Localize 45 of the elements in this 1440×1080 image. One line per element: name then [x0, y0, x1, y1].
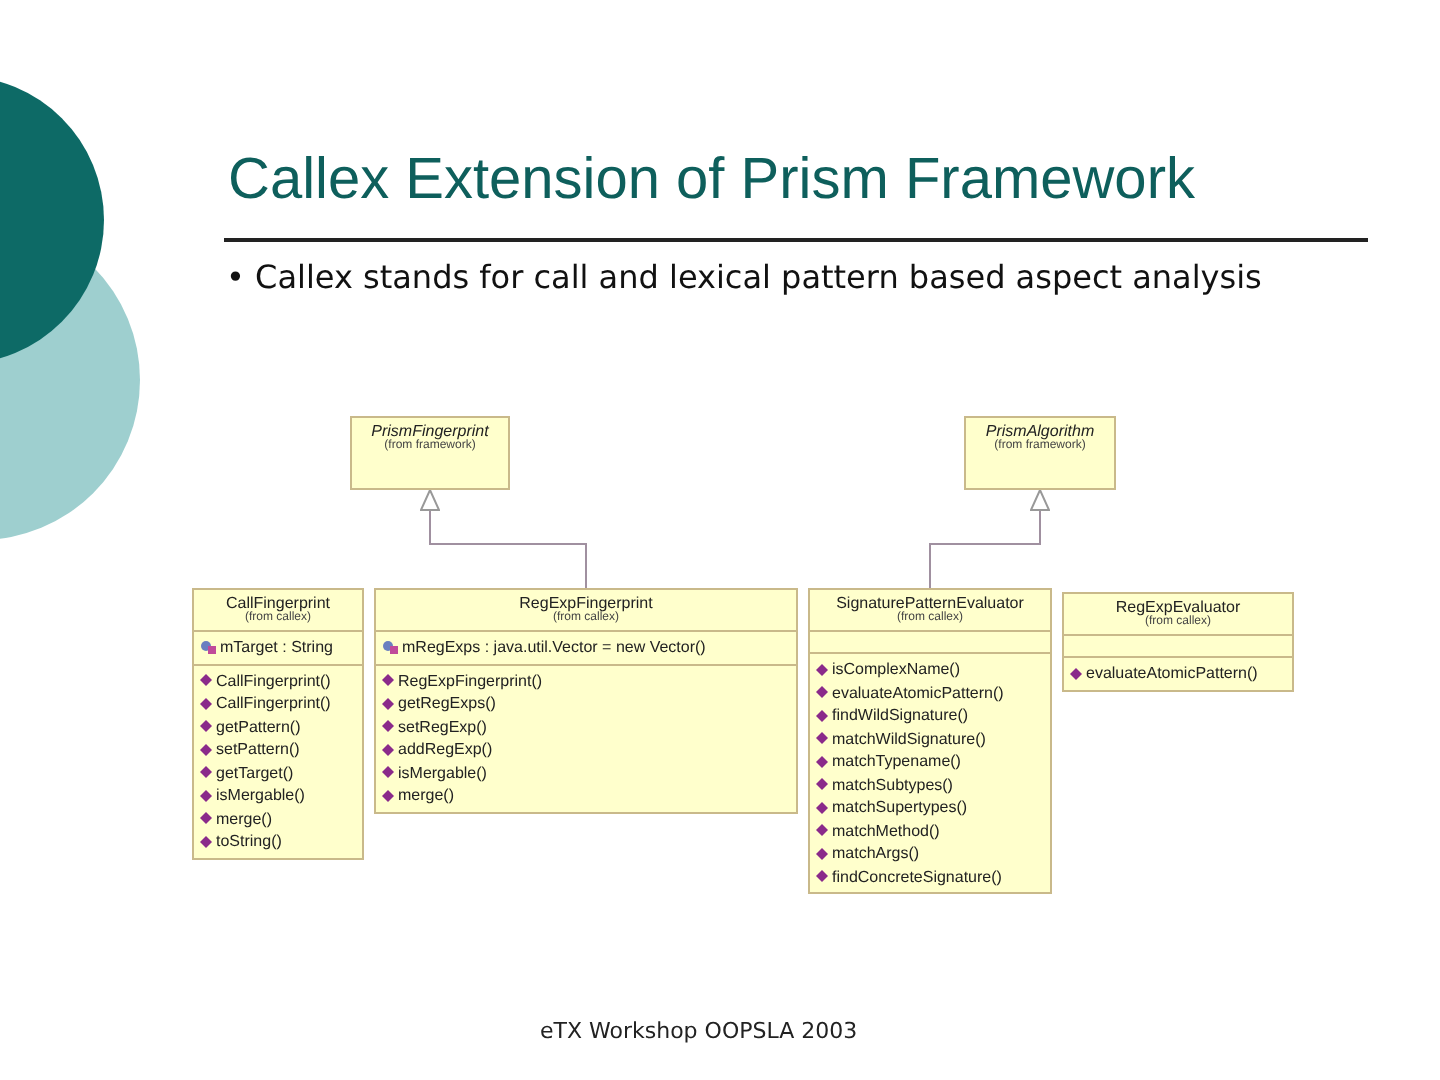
class-name: PrismFingerprint — [371, 422, 489, 440]
class-name: SignaturePatternEvaluator — [836, 594, 1024, 612]
method-name: setPattern() — [216, 740, 300, 759]
class-box — [374, 588, 798, 813]
class-name: RegExpEvaluator — [1115, 598, 1241, 616]
method-name: matchMethod() — [832, 821, 940, 840]
method-name: CallFingerprint() — [216, 694, 331, 713]
method-name: merge() — [216, 809, 273, 828]
method-name: merge() — [398, 786, 455, 805]
method-name: evaluateAtomicPattern() — [1086, 664, 1258, 683]
method-name: setRegExp() — [398, 717, 487, 736]
method-name: isMergable() — [398, 763, 487, 782]
footer-text: eTX Workshop OOPSLA 2003 — [540, 1018, 858, 1044]
class-name: PrismAlgorithm — [985, 422, 1095, 440]
class-box — [808, 588, 1052, 894]
class-name: CallFingerprint — [225, 594, 331, 612]
method-name: isComplexName() — [832, 660, 961, 679]
slide-title: Callex Extension of Prism Framework — [228, 148, 1195, 214]
method-name: RegExpFingerprint() — [398, 671, 543, 690]
method-name: matchTypename() — [832, 752, 961, 771]
method-name: matchWildSignature() — [832, 729, 986, 748]
method-name: matchSupertypes() — [832, 798, 968, 817]
method-name: matchSubtypes() — [832, 775, 953, 794]
method-name: findConcreteSignature() — [832, 867, 1002, 886]
method-compartment — [810, 652, 1050, 892]
method-name: findWildSignature() — [832, 706, 969, 725]
method-name: matchArgs() — [832, 844, 920, 863]
method-name: getPattern() — [216, 717, 301, 736]
method-name: getRegExps() — [398, 694, 496, 713]
bullet-text: • Callex stands for call and lexical pattern based aspect analysis — [226, 256, 1264, 300]
method-name: evaluateAtomicPattern() — [832, 683, 1004, 702]
method-name: addRegExp() — [398, 740, 493, 759]
method-name: getTarget() — [216, 763, 294, 782]
class-box — [964, 416, 1116, 490]
inheritance-arrow — [929, 489, 1050, 589]
class-name: RegExpFingerprint — [519, 594, 653, 612]
class-box — [192, 588, 364, 859]
attribute-name: mRegExps : java.util.Vector = new Vector() — [402, 638, 706, 657]
class-box — [1062, 592, 1294, 691]
class-box — [350, 416, 510, 490]
method-name: isMergable() — [216, 786, 305, 805]
method-name: CallFingerprint() — [216, 671, 331, 690]
inheritance-arrow — [420, 489, 587, 589]
method-name: toString() — [216, 832, 282, 851]
attribute-name: mTarget : String — [220, 638, 333, 657]
